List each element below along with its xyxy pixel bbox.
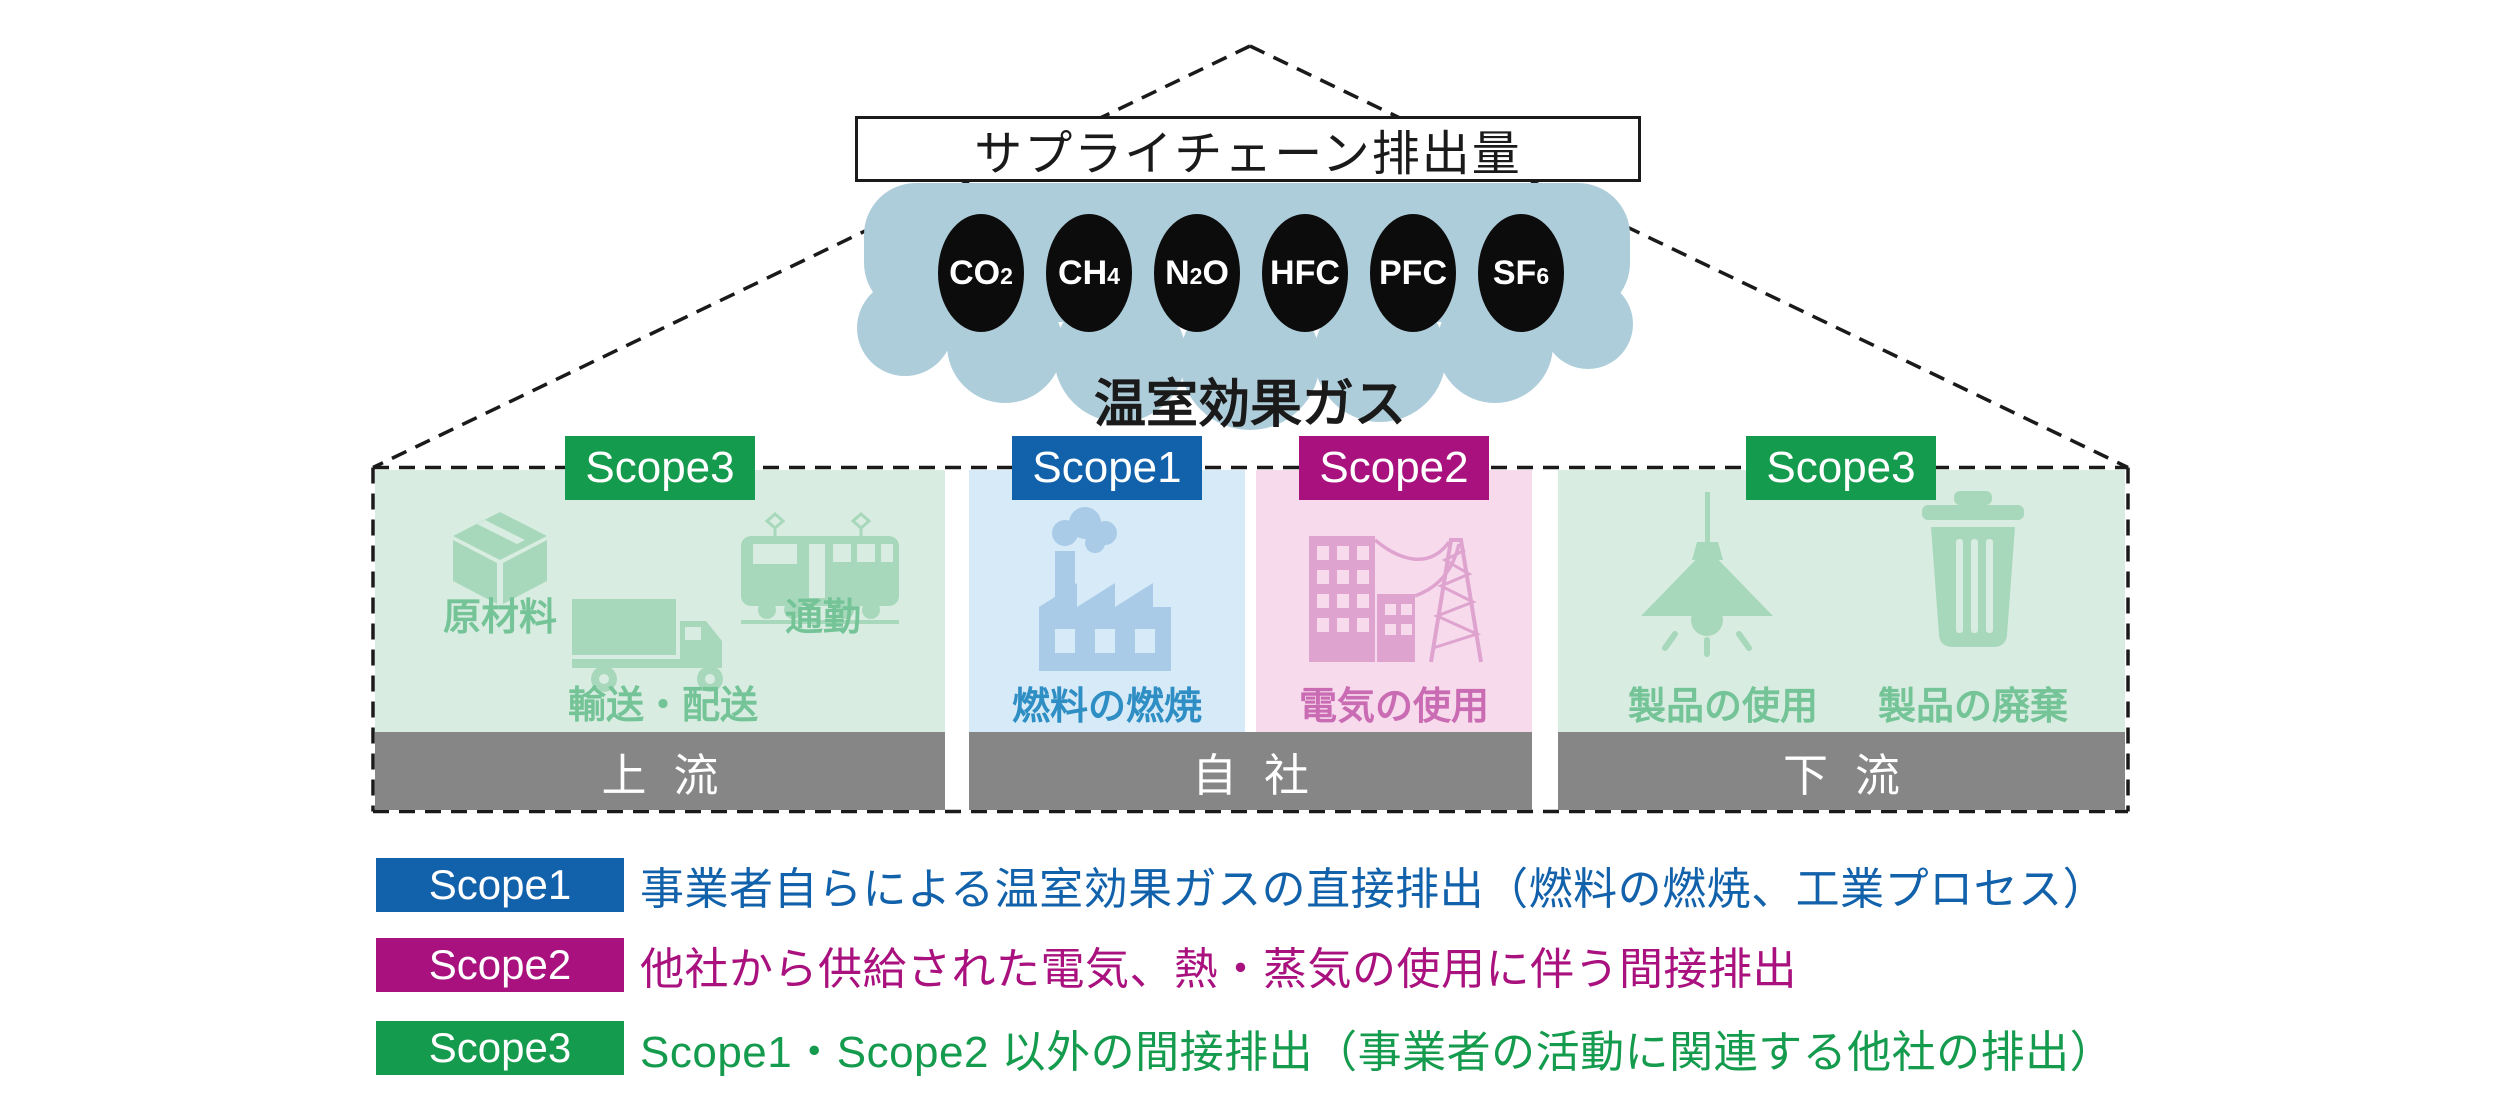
gas-label-pfc: PFC	[1379, 254, 1447, 292]
building-power-icon	[1309, 536, 1483, 663]
page-title: サプライチェーン排出量	[974, 128, 1522, 181]
scope2-badge: Scope2	[1299, 436, 1489, 500]
own-company-bar-label: 自社	[1191, 749, 1336, 801]
upstream-bar: 上流	[375, 732, 945, 810]
gas-label-hfc: HFC	[1270, 254, 1340, 292]
title-box: サプライチェーン排出量	[855, 116, 1641, 182]
commute-label: 通勤	[784, 597, 862, 639]
fuel-combustion-label: 燃料の燃焼	[1011, 686, 1203, 728]
legend-scope2-description: 他社から供給された電気、熱・蒸気の使用に伴う間接排出	[640, 945, 1797, 994]
upstream-panel: 原材料 通勤	[375, 470, 945, 732]
train-icon	[741, 512, 899, 624]
legend-scope1-description: 事業者自らによる温室効果ガスの直接排出（燃料の燃焼、工業プロセス）	[640, 865, 2108, 914]
box-icon	[453, 512, 547, 604]
pendant-lamp-icon	[1641, 492, 1773, 657]
trash-icon	[1922, 491, 2024, 647]
factory-icon	[1039, 507, 1171, 671]
transport-label: 輸送・配送	[567, 685, 759, 727]
downstream-panel: 製品の使用 製品の廃棄	[1558, 470, 2125, 732]
scope2-panel: 電気の使用	[1256, 470, 1532, 732]
product-use-label: 製品の使用	[1627, 686, 1819, 728]
own-company-bar: 自社	[969, 732, 1532, 810]
legend-scope1-badge: Scope1	[376, 858, 624, 912]
materials-label: 原材料	[442, 597, 558, 639]
upstream-scope3-badge: Scope3	[565, 436, 755, 500]
upstream-bar-label: 上流	[601, 749, 746, 801]
cloud-label: 温室効果ガス	[1093, 376, 1407, 434]
legend-scope3-badge: Scope3	[376, 1021, 624, 1075]
scope1-badge: Scope1	[1012, 436, 1202, 500]
gas-pill-pfc: PFC	[1370, 214, 1456, 332]
downstream-bar-label: 下流	[1782, 749, 1927, 801]
downstream-scope3-badge: Scope3	[1746, 436, 1936, 500]
gas-pill-hfc: HFC	[1262, 214, 1348, 332]
truck-icon	[572, 599, 723, 692]
electricity-use-label: 電気の使用	[1298, 686, 1490, 728]
scope1-panel: 燃料の燃焼	[969, 470, 1245, 732]
product-disposal-label: 製品の廃棄	[1877, 686, 2069, 728]
legend-scope2-badge: Scope2	[376, 938, 624, 992]
downstream-bar: 下流	[1558, 732, 2125, 810]
legend-scope3-description: Scope1・Scope2 以外の間接排出（事業者の活動に関連する他社の排出）	[640, 1028, 2115, 1077]
